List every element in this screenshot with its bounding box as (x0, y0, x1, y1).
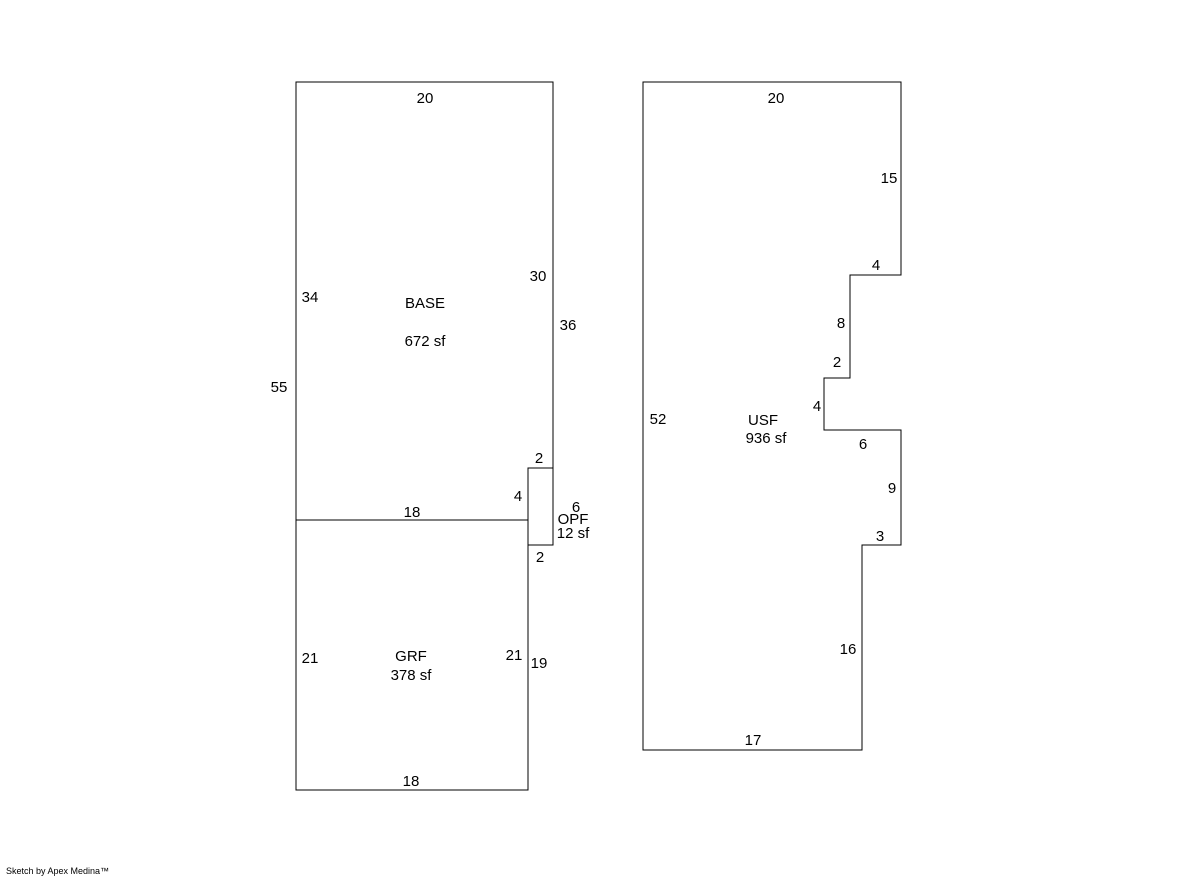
dim-usf-right-mid: 9 (888, 480, 896, 497)
dim-usf-right-lower: 16 (840, 641, 857, 658)
dim-usf-top: 20 (768, 90, 785, 107)
dim-divider: 18 (404, 504, 421, 521)
dim-opf-right: 6 (572, 499, 580, 516)
dim-usf-step-vert2: 4 (813, 398, 821, 415)
usf-name-label: USF (748, 412, 778, 429)
grf-name-label: GRF (395, 648, 427, 665)
dim-usf-step4: 3 (876, 528, 884, 545)
usf-outline (642, 81, 902, 751)
grf-outline (295, 519, 529, 791)
base-name-label: BASE (405, 295, 445, 312)
opf-outline (527, 467, 554, 546)
dim-usf-bottom: 17 (745, 732, 762, 749)
dim-usf-left: 52 (650, 411, 667, 428)
sketch-credit: Sketch by Apex Medina™ (6, 866, 110, 876)
dim-usf-step2: 2 (833, 354, 841, 371)
dim-base-top: 20 (417, 90, 434, 107)
dim-grf-right-outer: 19 (531, 655, 548, 672)
grf-area-label: 378 sf (391, 667, 433, 684)
dim-grf-bottom: 18 (403, 773, 420, 790)
dim-opf-bottom: 2 (536, 549, 544, 566)
dim-left-total: 55 (271, 379, 288, 396)
dim-usf-step-vert1: 8 (837, 315, 845, 332)
dim-opf-top: 2 (535, 450, 543, 467)
opf-name-label: OPF (558, 511, 589, 528)
dim-grf-right-inner: 21 (506, 647, 523, 664)
dim-base-right-inner: 30 (530, 268, 547, 285)
dim-right-total: 36 (560, 317, 577, 334)
base-area-label: 672 sf (405, 333, 447, 350)
dim-usf-step3: 6 (859, 436, 867, 453)
dim-opf-left: 4 (514, 488, 522, 505)
dim-usf-step1: 4 (872, 257, 880, 274)
dim-base-left-inner: 34 (302, 289, 319, 306)
dim-grf-left: 21 (302, 650, 319, 667)
dim-usf-right-upper: 15 (881, 170, 898, 187)
usf-area-label: 936 sf (746, 430, 788, 447)
opf-area-label: 12 sf (557, 525, 590, 542)
